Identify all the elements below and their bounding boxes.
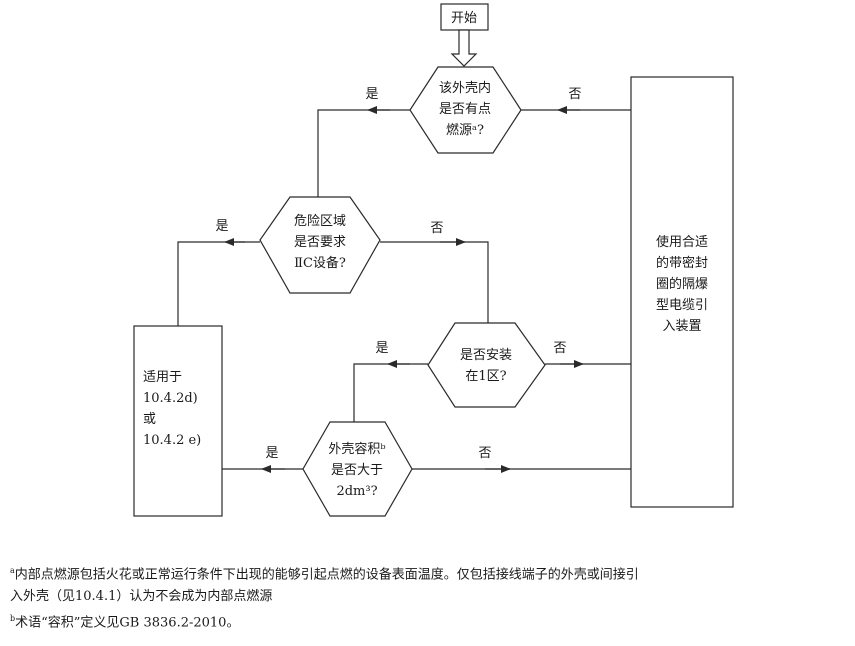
label-hazard-yes: 是: [215, 219, 228, 234]
box-sealed-line-2: 的带密封: [656, 255, 708, 271]
decision-hazard-line-3: ⅡC设备?: [294, 255, 346, 271]
box-sealed-line-4: 型电缆引: [656, 297, 708, 313]
decision-volume-line-2: 是否大于: [331, 463, 383, 478]
start-node: 开始: [440, 3, 489, 31]
decision-volume-line-3: 2dm³?: [336, 484, 377, 499]
decision-zone-line-1: 是否安装: [460, 348, 512, 363]
decision-hazard-line-1: 危险区域: [294, 214, 346, 229]
label-zone-yes: 是: [375, 341, 388, 356]
footnote-a-text-1: 内部点燃源包括火花或正常运行条件下出现的能够引起点燃的设备表面温度。仅包括接线端…: [14, 567, 639, 583]
start-label: 开始: [451, 11, 477, 26]
decision-volume: 外壳容积ᵇ 是否大于 2dm³?: [302, 421, 413, 517]
start-hollow-arrow: [450, 29, 478, 67]
box-sealed-line-5: 入装置: [662, 319, 701, 334]
label-volume-yes: 是: [265, 446, 278, 461]
decision-ignition-source: 该外壳内 是否有点 燃源ᵃ?: [409, 66, 522, 154]
decision-hazard-line-2: 是否要求: [294, 235, 346, 250]
decision-volume-line-1: 外壳容积ᵇ: [328, 441, 385, 457]
footnote-a-text-2: 入外壳（见10.4.1）认为不会成为内部点燃源: [10, 589, 273, 605]
connector-zone-yes: [353, 363, 428, 422]
box-applicable: 适用于 10.4.2d) 或 10.4.2 e): [133, 325, 223, 517]
decision-zone-line-2: 在1区?: [465, 369, 506, 384]
box-applicable-line-1: 适用于: [143, 370, 182, 385]
box-sealed-line-1: 使用合适: [656, 234, 708, 250]
footnote-a-continued: 入外壳（见10.4.1）认为不会成为内部点燃源: [10, 586, 848, 608]
decision-ignition-line-3: 燃源ᵃ?: [446, 122, 484, 138]
box-sealed-cable-entry: 使用合适 的带密封 圈的隔爆 型电缆引 入装置: [630, 76, 734, 508]
footnote-a: a内部点燃源包括火花或正常运行条件下出现的能够引起点燃的设备表面温度。仅包括接线…: [10, 560, 848, 586]
label-volume-no: 否: [478, 446, 491, 461]
label-ignition-yes: 是: [365, 87, 378, 102]
decision-zone-1: 是否安装 在1区?: [427, 322, 546, 408]
label-zone-no: 否: [553, 341, 566, 356]
connector-hazard-yes: [177, 241, 260, 326]
connector-ignition-yes: [317, 109, 410, 197]
decision-hazard-area: 危险区域 是否要求 ⅡC设备?: [259, 196, 381, 294]
label-hazard-no: 否: [430, 221, 443, 236]
box-applicable-line-3: 或: [143, 412, 156, 427]
box-sealed-line-3: 圈的隔爆: [656, 276, 708, 292]
footnote-b-marker: b: [10, 614, 16, 624]
footnote-a-marker: a: [10, 566, 15, 575]
footnotes: a内部点燃源包括火花或正常运行条件下出现的能够引起点燃的设备表面温度。仅包括接线…: [10, 560, 848, 635]
label-ignition-no: 否: [568, 87, 581, 102]
decision-ignition-line-1: 该外壳内: [439, 80, 491, 96]
decision-ignition-line-2: 是否有点: [439, 102, 491, 117]
footnote-b-text: 术语“容积”定义见GB 3836.2-2010。: [15, 615, 240, 631]
box-applicable-line-4: 10.4.2 e): [143, 433, 201, 448]
connector-hazard-no: [380, 241, 489, 323]
footnote-b: b术语“容积”定义见GB 3836.2-2010。: [10, 608, 848, 634]
box-applicable-line-2: 10.4.2d): [143, 391, 198, 406]
